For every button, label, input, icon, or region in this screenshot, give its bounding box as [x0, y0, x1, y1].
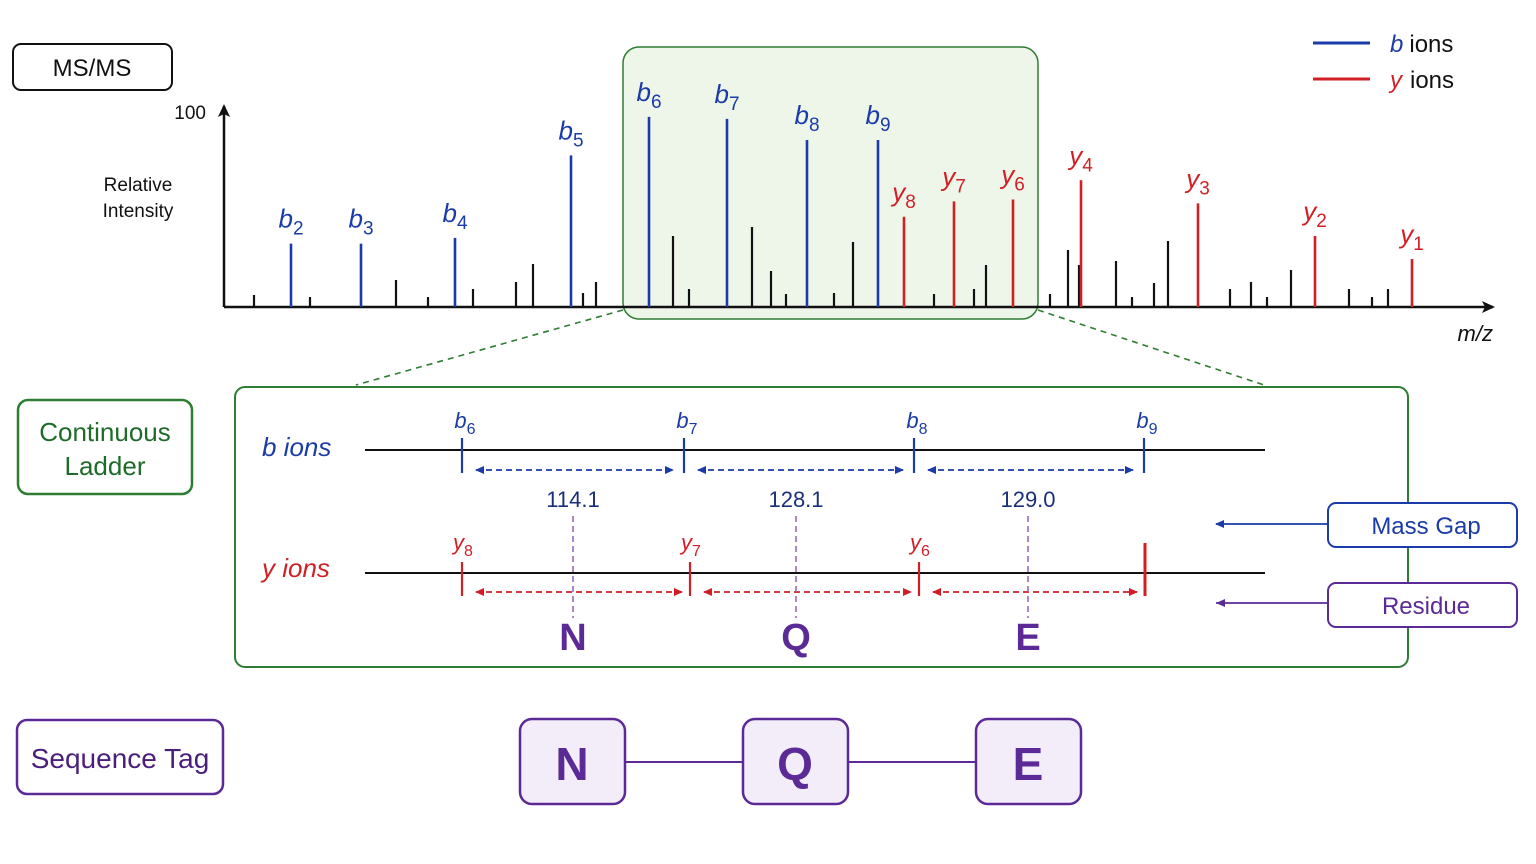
- residue-callout: Residue: [1216, 582, 1518, 628]
- tag-residue-box: Q: [741, 717, 850, 806]
- y-axis-max-tick: 100: [174, 103, 206, 124]
- b-ion-peak-label: b8: [794, 100, 819, 136]
- y-ions-row-label: y ions: [260, 553, 330, 583]
- y-ion-peak-label: y8: [890, 177, 916, 213]
- sequence-tag-label: Sequence Tag: [15, 718, 225, 796]
- b-ladder-label: b9: [1136, 408, 1157, 438]
- tag-residue-box: E: [974, 717, 1083, 806]
- b-ion-peak-label: b9: [865, 100, 890, 136]
- y-ion-peak-label: y3: [1184, 163, 1210, 199]
- y-ladder-label: y6: [908, 530, 930, 560]
- ladder-residue: N: [559, 617, 586, 659]
- y-axis-label-line2: Intensity: [103, 201, 174, 222]
- ladder-panel: [234, 386, 1409, 668]
- y-axis-label-line1: Relative: [104, 175, 173, 196]
- residue-text: Residue: [1382, 593, 1470, 620]
- b-ion-peak-label: b6: [636, 77, 661, 113]
- mass-gap-value: 129.0: [1000, 487, 1055, 512]
- y-ion-peak-label: y4: [1067, 140, 1093, 176]
- continuous-ladder-line1: Continuous: [39, 417, 171, 447]
- tag-residue-box: N: [518, 717, 627, 806]
- b-ion-peak-label: b3: [348, 204, 373, 240]
- ladder-elements: b6 b7 b8 b9 y8 y7 y6 114.1N 128.1Q 129.0E: [451, 408, 1158, 659]
- continuous-ladder-label: Continuous Ladder: [16, 398, 194, 496]
- continuous-ladder-line2: Ladder: [65, 451, 146, 481]
- y-ion-peak-label: y6: [999, 159, 1025, 195]
- y-ion-peak-label: y1: [1398, 219, 1424, 255]
- y-ladder-label: y8: [451, 530, 473, 560]
- b-ion-peak-label: b4: [442, 198, 467, 234]
- sequence-tag-chain: N Q E: [518, 717, 1083, 806]
- title-box: MS/MS: [12, 43, 173, 91]
- tag-residue-3: E: [1013, 738, 1044, 790]
- y-ladder-label: y7: [679, 530, 701, 560]
- ion-peaks: b2 b3 b4 b5 b6 b7 b8 b9 y8 y7 y6 y4 y3 y2 y1: [278, 77, 1424, 307]
- b-ladder-label: b7: [676, 408, 697, 438]
- title-text: MS/MS: [53, 55, 132, 82]
- b-ion-peak-label: b2: [278, 204, 303, 240]
- ladder-residue: Q: [781, 617, 811, 659]
- y-ion-peak-label: y7: [940, 161, 966, 197]
- b-ion-peak-label: b7: [714, 79, 739, 115]
- b-ladder-label: b8: [906, 408, 927, 438]
- zoom-connector-left: [355, 309, 624, 386]
- tag-residue-2: Q: [777, 738, 813, 790]
- mass-gap-callout: Mass Gap: [1215, 502, 1518, 548]
- mass-gap-value: 114.1: [546, 487, 599, 512]
- sequence-tag-text: Sequence Tag: [31, 743, 210, 774]
- mass-gap-value: 128.1: [768, 487, 823, 512]
- b-ions-row-label: b ions: [262, 432, 331, 462]
- noise-peaks: [252, 227, 1390, 307]
- zoom-connector-right: [1037, 309, 1265, 386]
- tag-residue-1: N: [555, 738, 588, 790]
- zoom-region: [622, 46, 1039, 320]
- y-ion-peak-label: y2: [1301, 196, 1327, 232]
- b-ion-peak-label: b5: [558, 115, 583, 151]
- spectrum-axes: 100 Relative Intensity m/z: [103, 103, 1495, 346]
- ladder-residue: E: [1015, 617, 1040, 659]
- b-ladder-label: b6: [454, 408, 475, 438]
- mass-gap-text: Mass Gap: [1371, 513, 1480, 540]
- x-axis-label: m/z: [1458, 321, 1493, 346]
